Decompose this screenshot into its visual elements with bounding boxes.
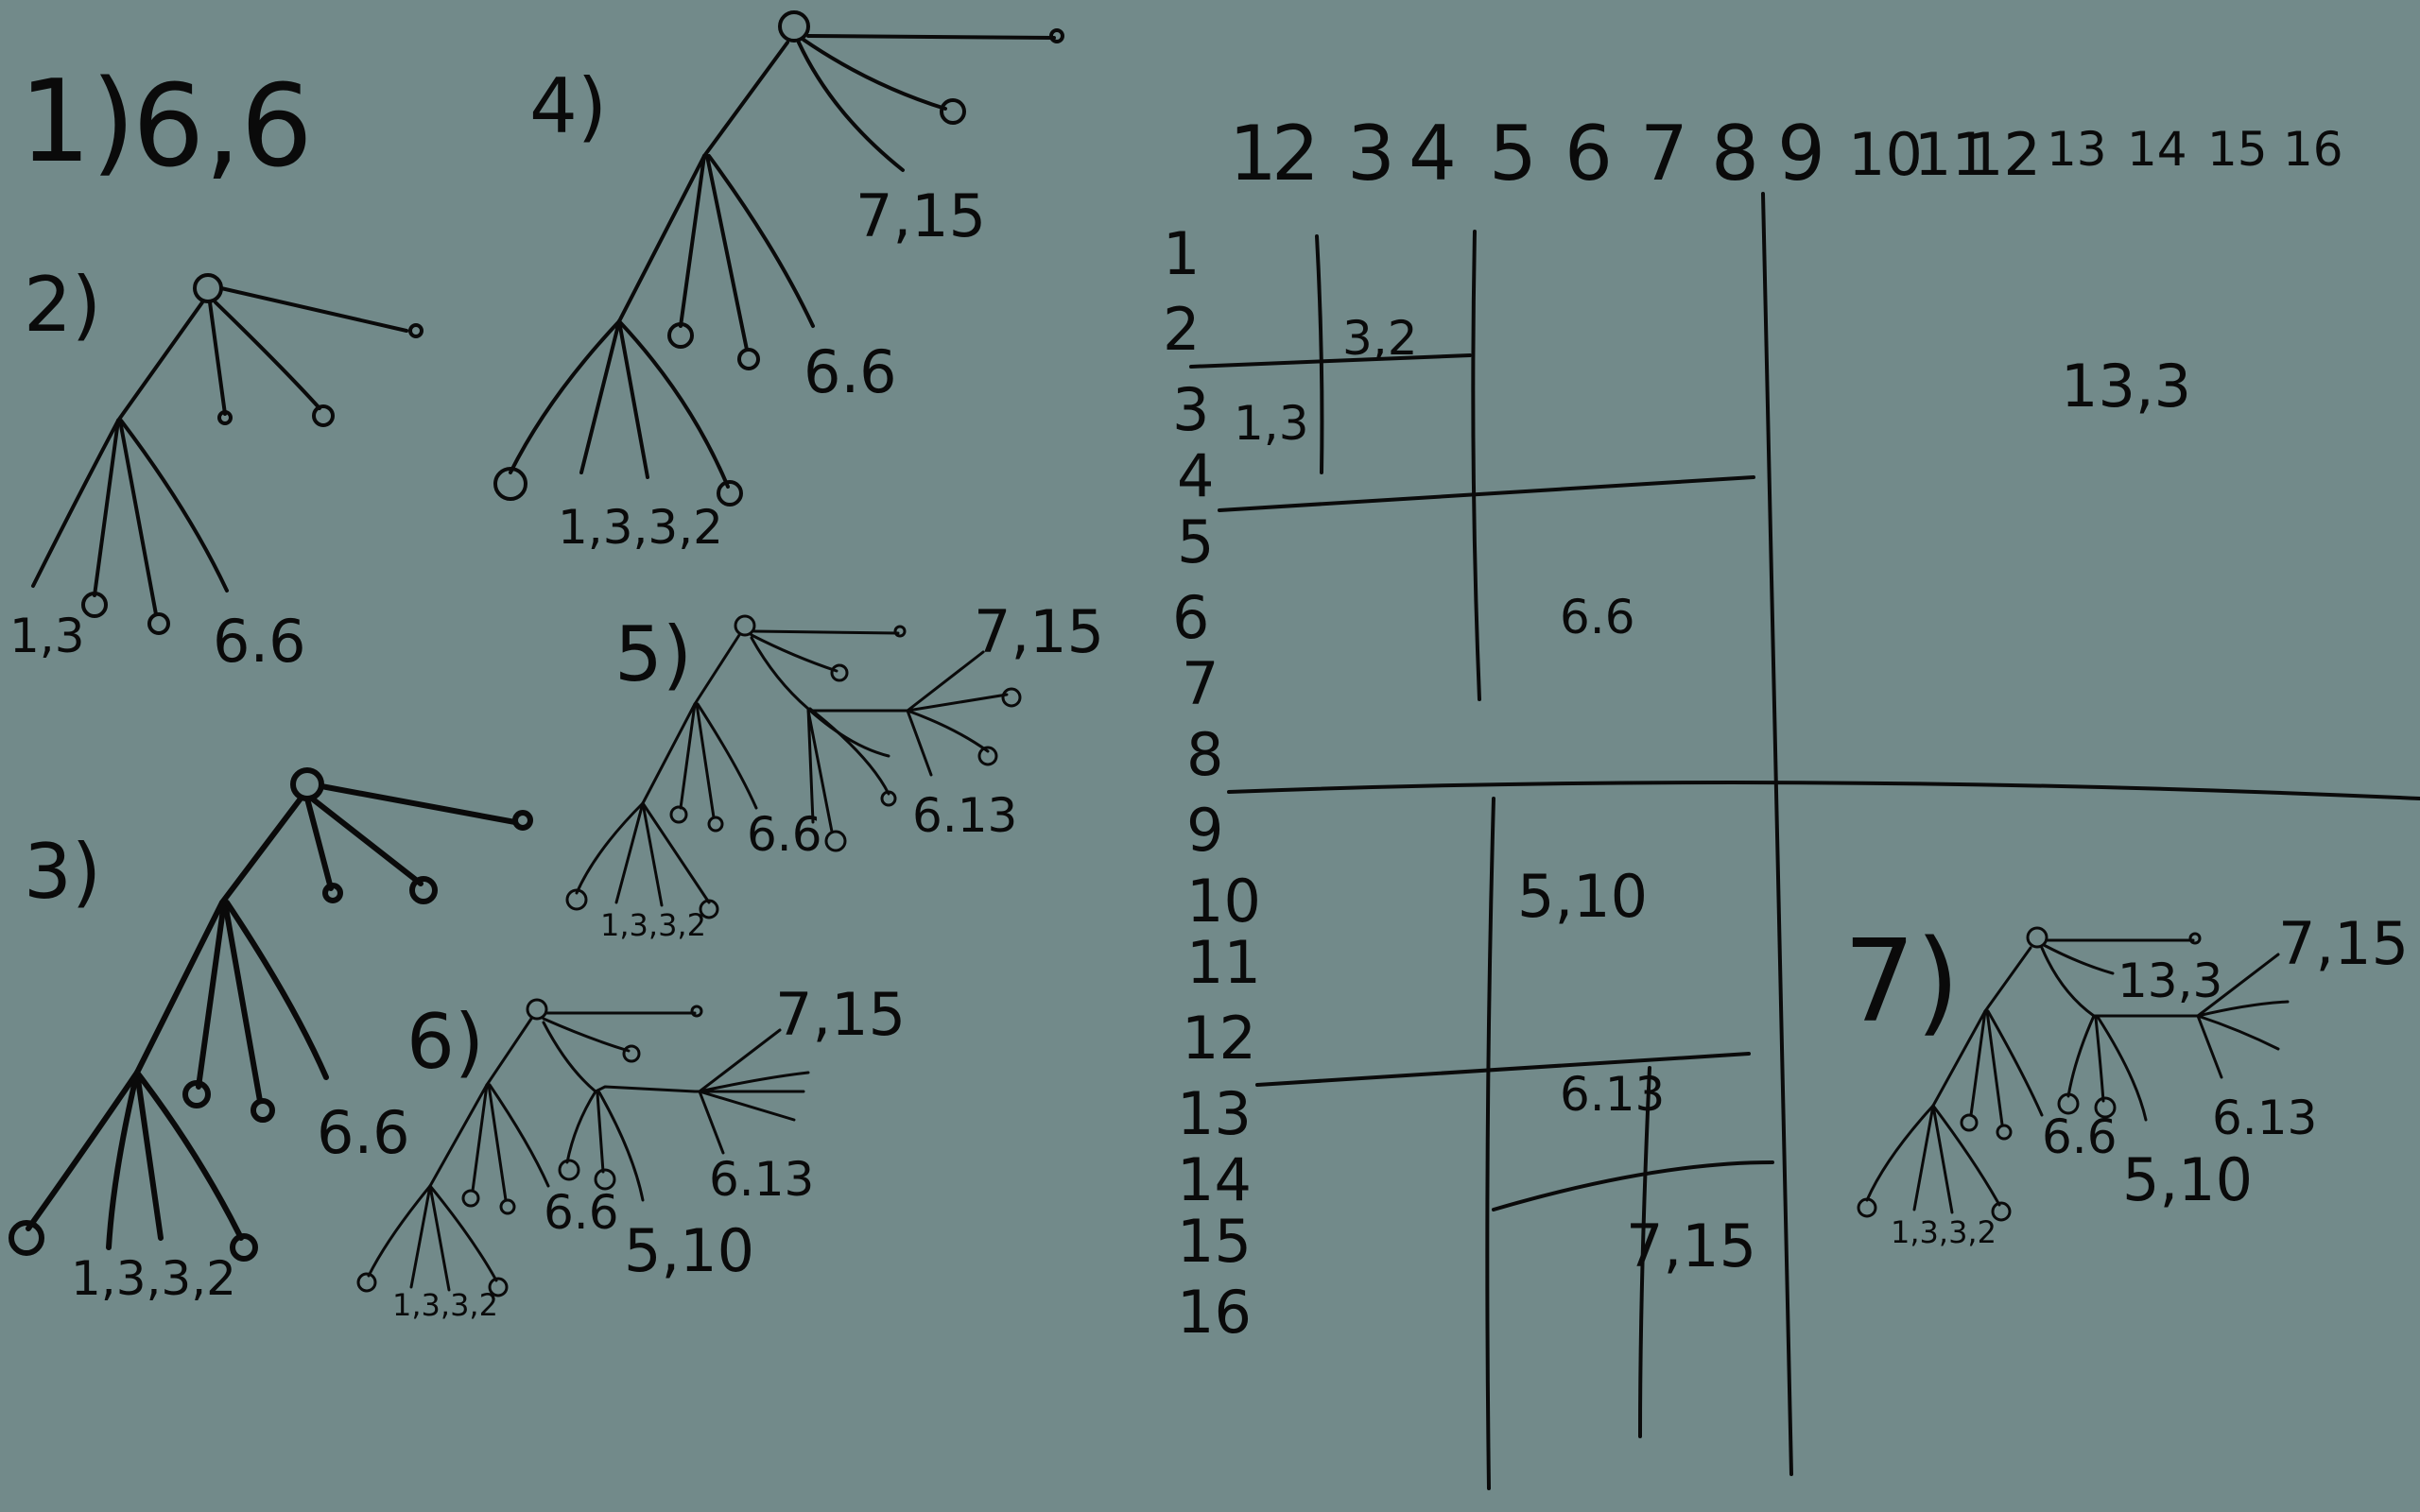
tree-2: 2) 1,3 6.6 xyxy=(9,261,424,676)
grid-partition-lines xyxy=(1189,192,2420,1490)
tree-5-mark: 5) xyxy=(614,610,692,698)
tree-6-label-1: 7,15 xyxy=(775,980,906,1049)
row-header: 13 xyxy=(1177,1079,1252,1148)
col-header: 6 xyxy=(1564,110,1613,198)
row-header: 9 xyxy=(1186,796,1223,865)
tree-3-mark: 3) xyxy=(24,828,101,916)
col-header: 2 xyxy=(1271,110,1320,198)
tree-7-label-4: 6.13 xyxy=(2212,1091,2317,1145)
tree-6-label-5: 1,3,3,2 xyxy=(392,1287,498,1323)
col-header: 8 xyxy=(1711,110,1759,198)
col-header: 10 xyxy=(1848,120,1923,189)
tree-7: 7) xyxy=(1843,909,2409,1250)
row-header: 8 xyxy=(1186,720,1223,789)
tree-7-label-2: 7,15 xyxy=(2278,909,2409,978)
tree-3-label-2: 1,3,3,2 xyxy=(71,1251,236,1306)
title-mark: 1) xyxy=(19,57,135,188)
row-header: 6 xyxy=(1172,583,1209,652)
row-header: 11 xyxy=(1186,928,1261,997)
col-header: 7 xyxy=(1640,110,1688,198)
row-header: 16 xyxy=(1177,1278,1252,1347)
tree-3: 3) 6.6 1,3,3,2 xyxy=(9,767,533,1306)
col-header: 4 xyxy=(1409,110,1457,198)
tree-6-mark: 6) xyxy=(406,998,484,1086)
col-header: 9 xyxy=(1777,110,1825,198)
tree-6-label-3: 6.13 xyxy=(709,1152,814,1207)
region-label: 13,3 xyxy=(2061,352,2191,421)
tree-5-label-2: 6.6 xyxy=(747,807,822,862)
row-header: 12 xyxy=(1182,1004,1256,1073)
col-header: 5 xyxy=(1489,110,1537,198)
grid-group: 1 2 3 4 5 6 7 8 9 10 11 12 13 14 15 16 1… xyxy=(1163,110,2420,1490)
tree-3-label-1: 6.6 xyxy=(317,1098,410,1167)
tree-6-label-2: 6.6 xyxy=(544,1185,619,1240)
col-header: 14 xyxy=(2127,122,2187,177)
tree-4: 4) 7,15 6.6 1,3,3,2 xyxy=(493,10,1064,555)
col-header: 12 xyxy=(1966,120,2041,189)
row-header: 15 xyxy=(1177,1207,1252,1276)
row-header: 1 xyxy=(1163,219,1200,288)
col-header: 11 xyxy=(1914,120,1989,189)
row-header: 10 xyxy=(1186,867,1261,936)
grid-row-headers: 1 2 3 4 5 6 7 8 9 10 11 12 13 14 15 16 xyxy=(1163,219,1261,1347)
tree-2-label-1: 1,3 xyxy=(9,609,85,663)
tree-4-mark: 4) xyxy=(529,62,607,150)
region-label: 5,10 xyxy=(1517,862,1648,931)
tree-6: 6) xyxy=(356,980,906,1323)
col-header: 15 xyxy=(2207,122,2268,177)
col-header: 1 xyxy=(1229,110,1277,198)
tree-5-label-1: 7,15 xyxy=(974,597,1104,666)
tree-7-label-3: 6.6 xyxy=(2042,1109,2118,1164)
region-label: 3,2 xyxy=(1342,311,1418,366)
region-label: 1,3 xyxy=(1234,396,1309,451)
grid-column-headers: 1 2 3 4 5 6 7 8 9 10 11 12 13 14 15 16 xyxy=(1229,110,2343,198)
tree-7-label-6: 1,3,3,2 xyxy=(1891,1214,1996,1250)
tree-2-label-2: 6.6 xyxy=(213,607,306,676)
tree-5-label-3: 6.13 xyxy=(912,788,1017,843)
region-label: 6.13 xyxy=(1560,1067,1665,1122)
tree-5: 5) xyxy=(565,597,1104,943)
title-group: 1) 6,6 xyxy=(19,57,313,193)
tree-7-label-1: 13,3 xyxy=(2118,954,2222,1008)
tree-7-mark: 7) xyxy=(1843,917,1960,1048)
tree-4-label-1: 7,15 xyxy=(856,181,986,250)
region-label: 7,15 xyxy=(1626,1211,1756,1280)
tree-2-mark: 2) xyxy=(24,261,101,349)
row-header: 3 xyxy=(1172,375,1209,444)
row-header: 5 xyxy=(1177,507,1214,576)
title-value: 6,6 xyxy=(132,61,313,193)
row-header: 2 xyxy=(1163,295,1200,364)
row-header: 14 xyxy=(1177,1145,1252,1214)
tree-7-label-5: 5,10 xyxy=(2122,1145,2253,1214)
col-header: 13 xyxy=(2047,122,2107,177)
tree-4-label-3: 1,3,3,2 xyxy=(558,500,723,555)
row-header: 7 xyxy=(1182,649,1219,718)
tree-5-label-4: 1,3,3,2 xyxy=(600,907,706,943)
region-label: 6.6 xyxy=(1560,590,1635,644)
col-header: 3 xyxy=(1347,110,1395,198)
tree-4-label-2: 6.6 xyxy=(804,337,897,406)
grid-region-labels: 3,2 1,3 6.6 13,3 5,10 6.13 7,15 xyxy=(1234,311,2191,1280)
tree-6-label-4: 5,10 xyxy=(624,1216,754,1285)
row-header: 4 xyxy=(1177,441,1214,510)
col-header: 16 xyxy=(2283,122,2343,177)
